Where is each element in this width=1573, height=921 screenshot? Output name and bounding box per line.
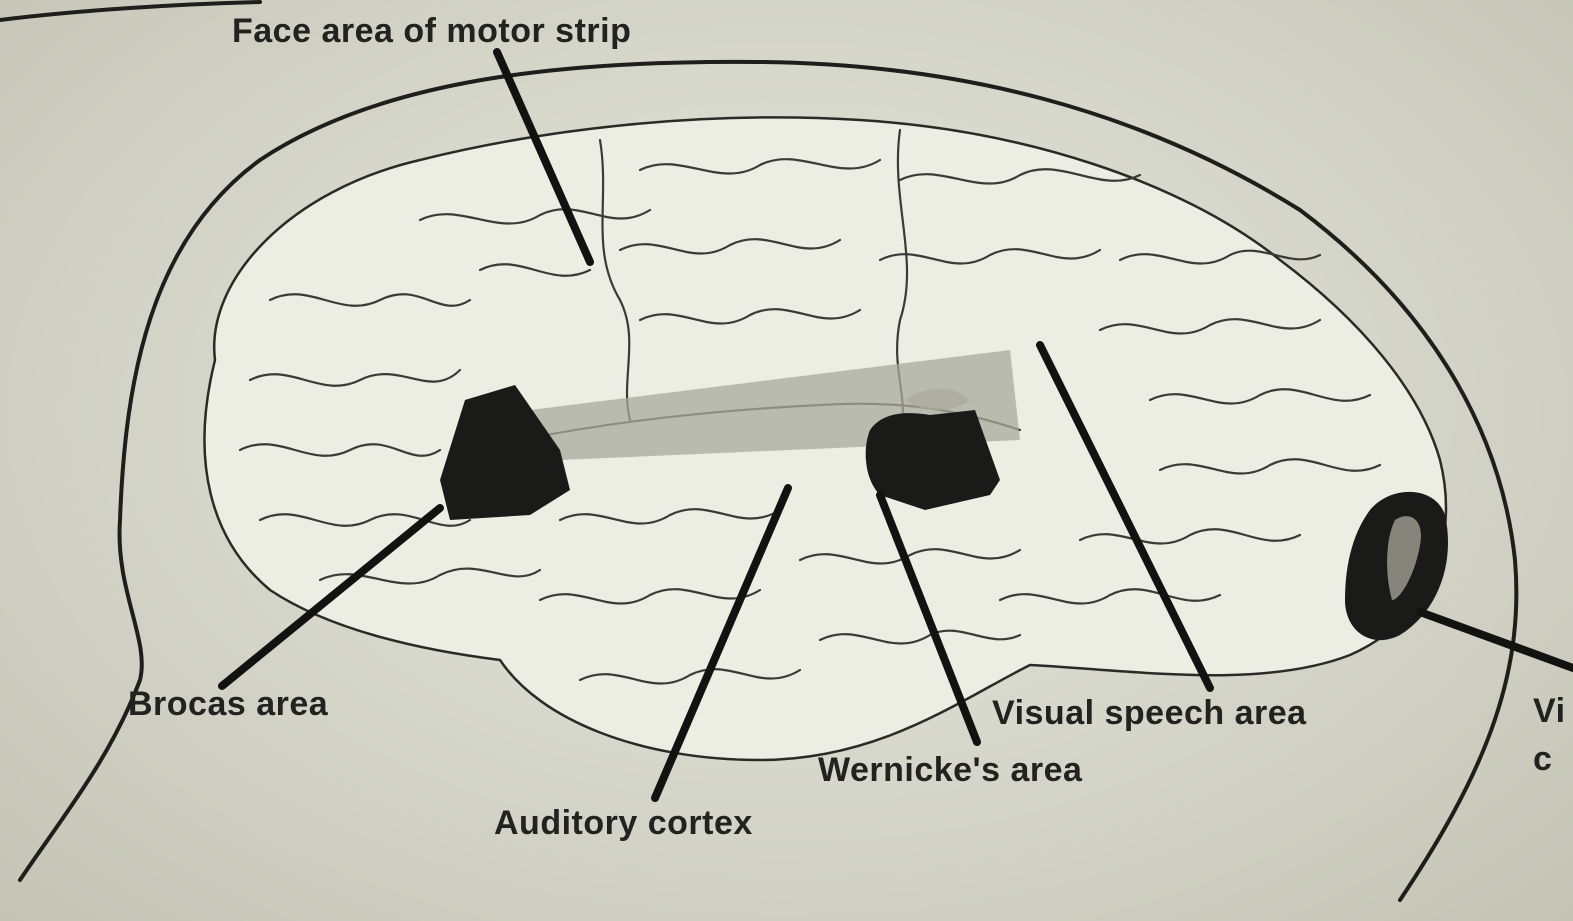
visual-area-leader	[1420, 612, 1573, 668]
auditory-cortex-label: Auditory cortex	[494, 804, 753, 842]
cut-off-label-line2: c	[1533, 740, 1552, 778]
face-area-label: Face area of motor strip	[232, 12, 631, 50]
brocas-area-label: Brocas area	[128, 685, 329, 723]
head-outline-top	[0, 2, 260, 20]
wernickes-area-region	[866, 410, 1000, 510]
cut-off-label-line1: Vi	[1533, 692, 1566, 730]
visual-speech-area-label: Visual speech area	[992, 694, 1307, 732]
wernickes-area-label: Wernicke's area	[818, 751, 1083, 789]
